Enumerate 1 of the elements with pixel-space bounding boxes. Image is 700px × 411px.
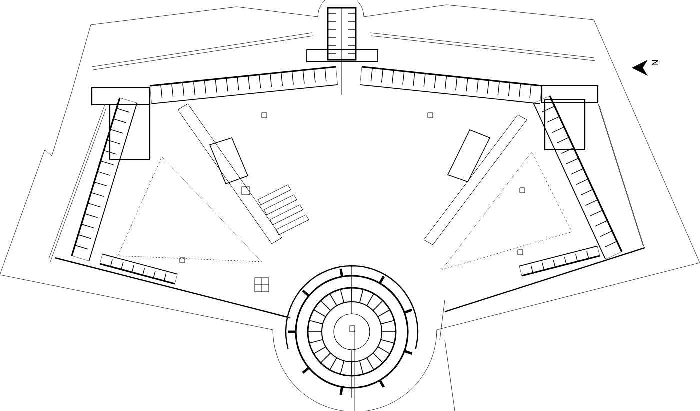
north-label: N: [652, 60, 658, 66]
